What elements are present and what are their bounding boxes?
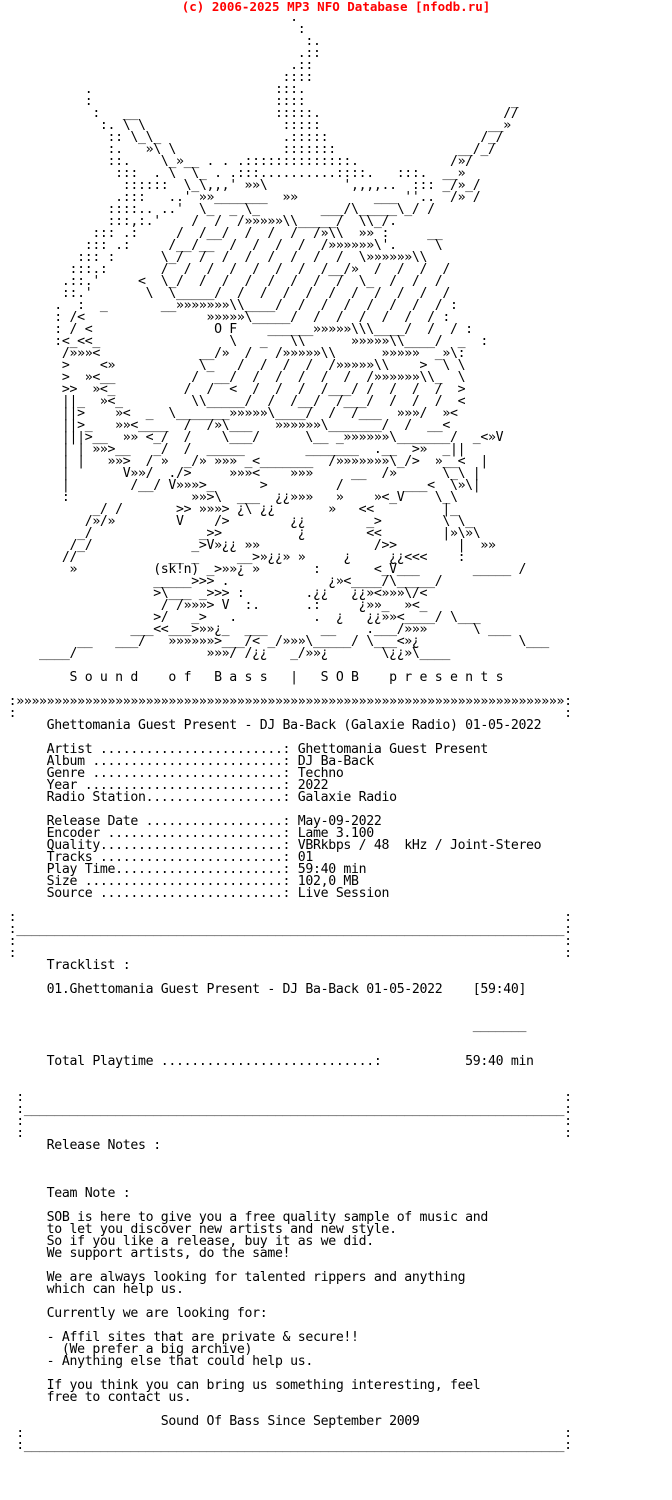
nfo-text-body: . : :. .:: .::: [8, 10, 572, 1453]
nfo-database-header: (c) 2006-2025 MP3 NFO Database [nfodb.ru…: [181, 0, 491, 14]
